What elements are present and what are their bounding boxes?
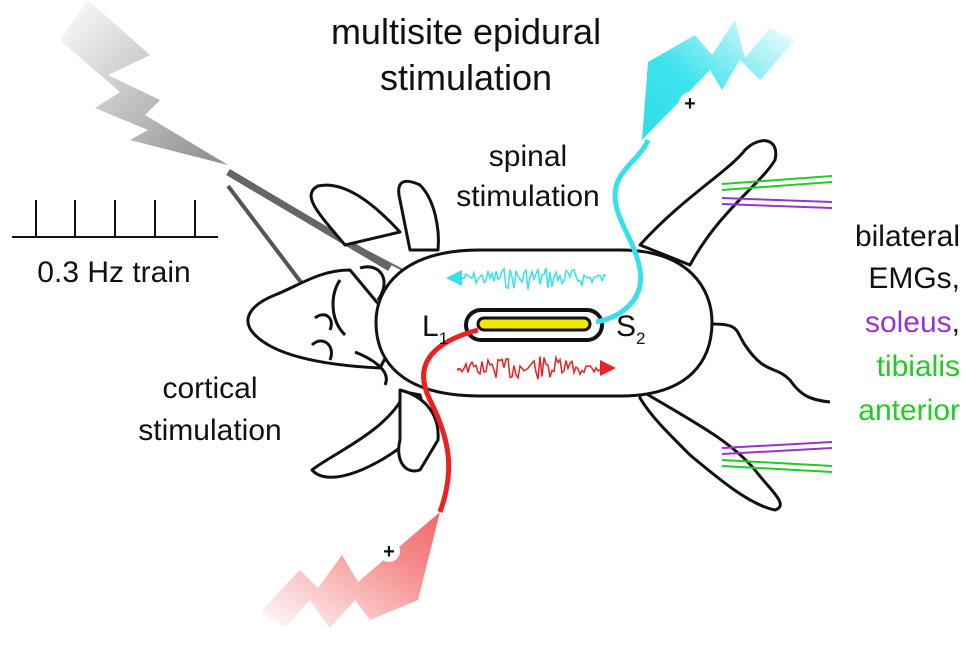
emg-label-line-4: tibialis: [877, 350, 960, 383]
emg-label-line-2: EMGs,: [868, 262, 960, 295]
lumbar-lightning-bolt-icon: [260, 512, 440, 628]
spinal-lightning-bolt-icon: [642, 20, 795, 140]
emg-label-line-1: bilateral: [855, 220, 960, 253]
cortical-label-line-1: cortical: [162, 372, 257, 405]
emg-label-line-3: soleus,: [865, 306, 960, 339]
epidural-electrode-array: [466, 310, 602, 340]
pulse-train-symbol: [12, 200, 218, 237]
svg-text:+: +: [383, 541, 395, 563]
title-line-1: multisite epidural: [331, 11, 601, 52]
spinal-label-line-1: spinal: [489, 140, 567, 173]
train-label: 0.3 Hz train: [37, 256, 190, 289]
cortical-label-line-2: stimulation: [138, 414, 281, 447]
title-line-2: stimulation: [380, 57, 552, 98]
svg-text:+: +: [684, 93, 696, 115]
spinal-positive-electrode-icon: +: [679, 92, 701, 115]
spinal-label-line-2: stimulation: [456, 180, 599, 213]
soleus-label: soleus: [865, 306, 952, 339]
emg-label-line-5: anterior: [858, 394, 960, 427]
cortical-lightning-bolt-icon: [60, 0, 228, 165]
